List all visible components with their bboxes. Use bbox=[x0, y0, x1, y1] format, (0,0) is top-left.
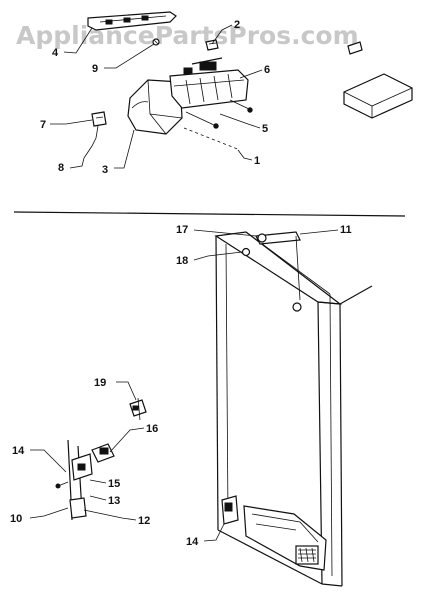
callout-7: 7 bbox=[40, 119, 46, 131]
part-16-switch bbox=[91, 443, 115, 463]
callout-19: 19 bbox=[94, 377, 106, 389]
part-3-ice-maker-housing bbox=[127, 79, 183, 135]
callout-6: 6 bbox=[264, 64, 270, 76]
callout-14-bottom: 14 bbox=[186, 536, 199, 548]
callout-18: 18 bbox=[176, 255, 188, 267]
upper-leader-lines bbox=[50, 24, 263, 169]
callout-11: 11 bbox=[340, 224, 352, 236]
part-4-bracket bbox=[87, 11, 177, 31]
ice-bin bbox=[343, 41, 413, 119]
callout-10: 10 bbox=[10, 513, 22, 525]
callout-3: 3 bbox=[102, 164, 108, 176]
hinge-top bbox=[241, 231, 302, 312]
callout-16: 16 bbox=[146, 423, 158, 435]
callout-13: 13 bbox=[108, 495, 120, 507]
callout-9: 9 bbox=[92, 63, 98, 75]
callout-labels: 4 9 2 6 5 1 3 7 8 17 11 18 19 14 16 15 1… bbox=[10, 19, 352, 548]
callout-1: 1 bbox=[254, 155, 260, 167]
door-switch-assembly bbox=[55, 397, 147, 521]
callout-2: 2 bbox=[234, 19, 240, 31]
part-2-clip bbox=[205, 39, 219, 51]
callout-4: 4 bbox=[52, 47, 59, 59]
callout-15: 15 bbox=[108, 478, 120, 490]
callout-8: 8 bbox=[58, 162, 64, 174]
part-7-bracket bbox=[91, 111, 107, 127]
callout-14-left: 14 bbox=[12, 445, 25, 457]
watermark-text: AppliancePartsPros.com bbox=[16, 21, 359, 50]
part-8-wire bbox=[83, 125, 99, 159]
part-6-ice-mold bbox=[169, 57, 249, 109]
callout-12: 12 bbox=[138, 515, 150, 527]
part-9-screw bbox=[152, 38, 160, 46]
part-5-screws bbox=[185, 99, 253, 129]
door-panel-assembly bbox=[214, 231, 373, 587]
lower-leader-lines bbox=[29, 229, 339, 542]
callout-5: 5 bbox=[262, 123, 268, 135]
ice-maker-assembly bbox=[83, 11, 413, 159]
part-10-bracket bbox=[55, 439, 93, 521]
callout-17: 17 bbox=[176, 224, 188, 236]
lower-dispenser-panel bbox=[221, 495, 327, 571]
section-divider bbox=[13, 211, 406, 217]
